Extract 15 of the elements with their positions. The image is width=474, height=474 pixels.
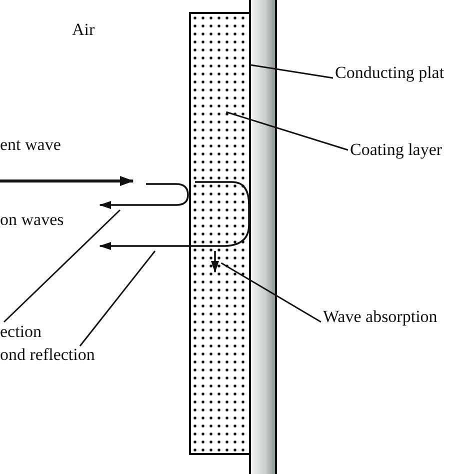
part-label: Wave absorption — [323, 307, 438, 327]
leader-line — [3, 209, 121, 323]
coating-layer — [189, 12, 251, 455]
leader-line — [250, 64, 334, 79]
leader-line — [220, 262, 322, 323]
text-label: Air — [72, 20, 95, 40]
part-label: Coating layer — [350, 140, 442, 160]
text-label: ent wave — [0, 135, 61, 155]
part-label: ection — [0, 322, 42, 342]
leader-line — [79, 250, 156, 346]
conducting-plate — [249, 0, 277, 474]
leader-line — [226, 111, 348, 151]
part-label: ond reflection — [0, 345, 95, 365]
text-label: on waves — [0, 210, 64, 230]
part-label: Conducting plat — [335, 63, 444, 83]
